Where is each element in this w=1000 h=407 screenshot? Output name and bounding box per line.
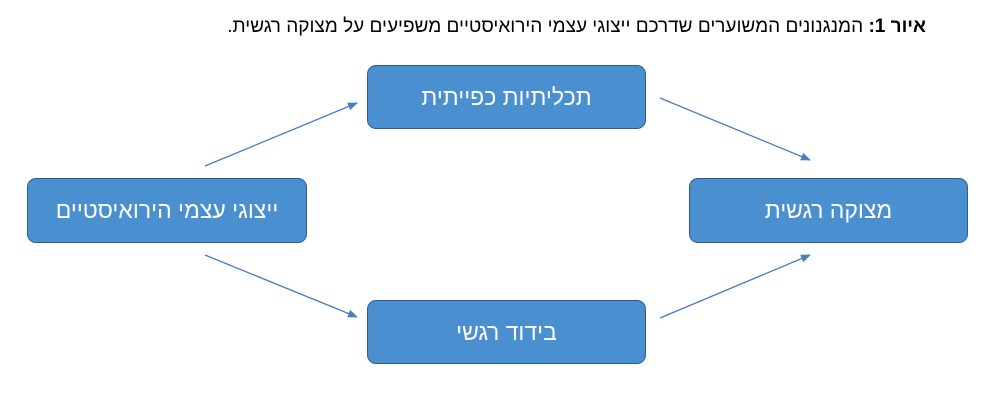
node-emotional-distress-label: מצוקה רגשית <box>764 197 893 223</box>
node-compulsive-purposefulness: תכליתיות כפייתית <box>367 65 646 129</box>
node-heroic-self-representations-label: ייצוגי עצמי הירואיסטיים <box>55 197 279 223</box>
arrow-emotional-isolation-to-distress <box>659 254 811 319</box>
arrow-compulsive-purpose-to-distress <box>659 97 811 161</box>
node-emotional-isolation-label: בידוד רגשי <box>456 318 557 345</box>
figure-label: איור 1: <box>868 16 926 37</box>
node-emotional-isolation: בידוד רגשי <box>367 300 646 364</box>
node-heroic-self-representations: ייצוגי עצמי הירואיסטיים <box>27 178 307 243</box>
figure-caption-text: המנגנונים המשוערים שדרכם ייצוגי עצמי היר… <box>227 16 869 37</box>
arrow-self-to-compulsive-purpose <box>204 102 358 167</box>
node-compulsive-purposefulness-label: תכליתיות כפייתית <box>421 83 592 110</box>
figure-caption: איור 1: המנגנונים המשוערים שדרכם ייצוגי … <box>20 16 926 38</box>
arrow-self-to-emotional-isolation <box>204 254 358 318</box>
node-emotional-distress: מצוקה רגשית <box>689 178 968 243</box>
